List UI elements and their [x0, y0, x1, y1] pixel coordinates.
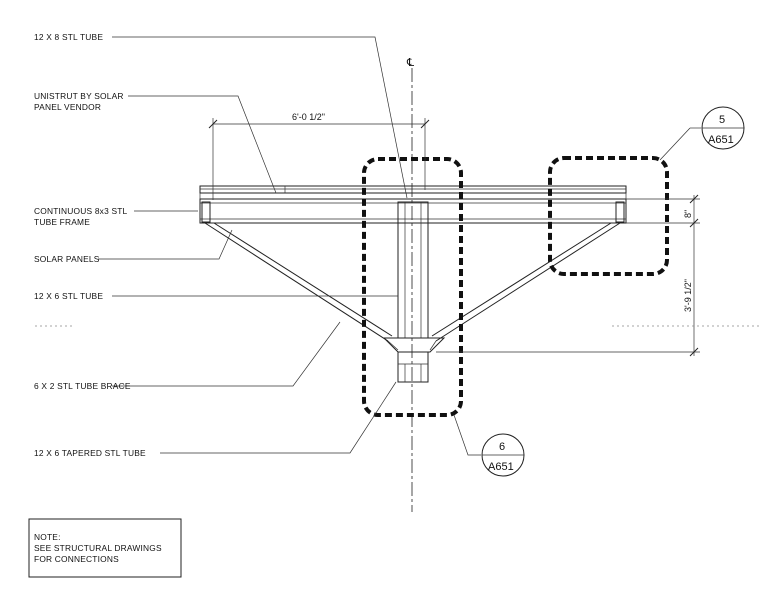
note-line1: NOTE:	[34, 532, 61, 542]
note-box	[28, 518, 182, 578]
label-frame-line2: TUBE FRAME	[34, 217, 90, 227]
detail-callout-5-sheet: A651	[708, 134, 734, 146]
detail-callout-5	[659, 106, 745, 161]
label-12x6-tube: 12 X 6 STL TUBE	[34, 291, 103, 301]
tapered-tube	[382, 337, 446, 383]
detail-5-boundary	[548, 156, 669, 276]
detail-callout-6	[453, 414, 525, 477]
detail-6-boundary	[362, 157, 463, 417]
vertical-dimensions	[436, 194, 700, 357]
note-line3: FOR CONNECTIONS	[34, 554, 119, 564]
width-dimension-text: 6'-0 1/2"	[292, 112, 325, 122]
label-solar-panels: SOLAR PANELS	[34, 254, 100, 264]
frame-depth-dimension-text: 8"	[683, 210, 693, 218]
height-dimension-text: 3'-9 1/2"	[683, 279, 693, 312]
detail-callout-6-sheet: A651	[488, 461, 514, 473]
width-dimension	[208, 118, 430, 200]
column-12x6	[397, 201, 429, 339]
detail-callout-6-number: 6	[499, 441, 505, 453]
leader-lines	[98, 36, 408, 454]
label-unistrut-line2: PANEL VENDOR	[34, 102, 101, 112]
label-12x8-tube: 12 X 8 STL TUBE	[34, 32, 103, 42]
detail-callout-5-number: 5	[719, 114, 725, 126]
solar-panel-top	[199, 185, 627, 194]
note-line2: SEE STRUCTURAL DRAWINGS	[34, 543, 162, 553]
left-brace	[204, 222, 393, 342]
label-unistrut-line1: UNISTRUT BY SOLAR	[34, 91, 124, 101]
label-tapered-tube: 12 X 6 TAPERED STL TUBE	[34, 448, 146, 458]
centerline-symbol: ℄	[406, 57, 414, 69]
label-tube-brace: 6 X 2 STL TUBE BRACE	[34, 381, 131, 391]
tube-frame	[199, 193, 627, 224]
label-frame-line1: CONTINUOUS 8x3 STL	[34, 206, 128, 216]
